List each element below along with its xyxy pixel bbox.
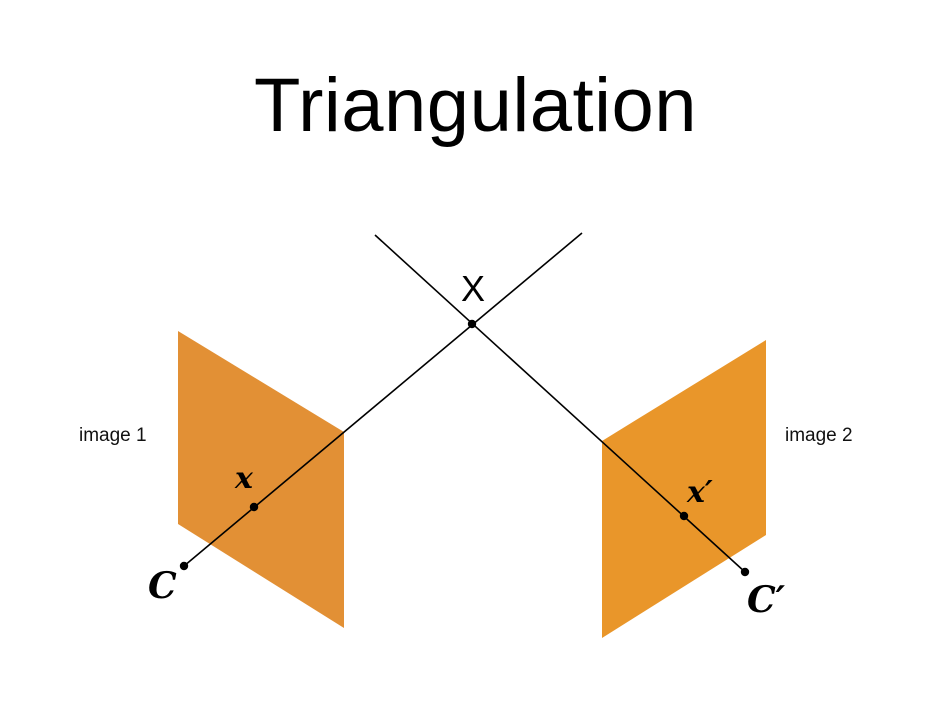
ray-left — [183, 232, 583, 567]
point-x-label: x — [234, 461, 254, 496]
center-C-dot — [179, 561, 189, 571]
image-plane-right — [602, 340, 766, 638]
point-X-label: X — [461, 268, 485, 309]
image-plane-left — [178, 331, 344, 628]
image-1-label: image 1 — [79, 425, 147, 446]
image-2-label: image 2 — [785, 425, 853, 446]
point-x-prime-dot — [679, 511, 689, 521]
point-x-prime-label: x′ — [686, 475, 713, 510]
center-C-prime-dot — [740, 567, 750, 577]
center-C-label: C — [148, 565, 177, 607]
center-C-prime-label: C′ — [747, 579, 786, 621]
point-x-dot — [249, 502, 259, 512]
point-X-dot — [467, 319, 477, 329]
slide-title: Triangulation — [253, 63, 698, 148]
